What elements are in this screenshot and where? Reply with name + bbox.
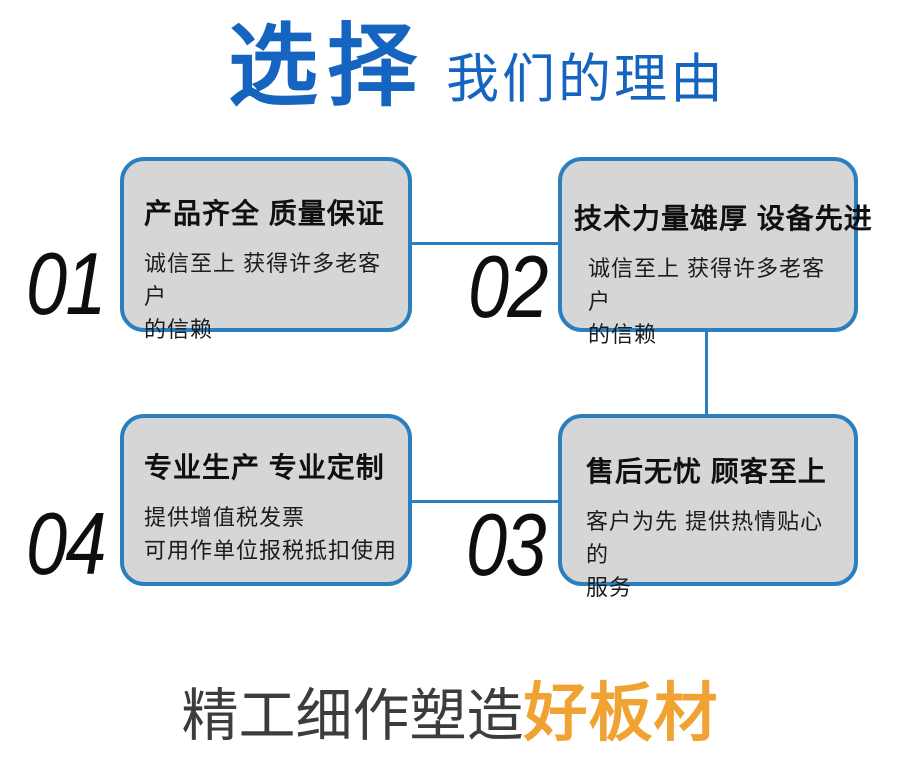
page-title-main: 选择 <box>228 17 426 117</box>
page-title-sub: 我们的理由 <box>446 50 726 109</box>
feature-card-title: 技术力量雄厚 设备先进 <box>574 203 873 234</box>
step-number-03: 03 <box>466 495 547 594</box>
step-number-01: 01 <box>26 234 107 333</box>
connector-line-bottom <box>410 500 558 503</box>
step-number-04: 04 <box>26 494 107 593</box>
connector-line-vertical <box>705 330 708 416</box>
footer-slogan-orange: 好板材 <box>523 677 719 749</box>
feature-card-body: 诚信至上 获得许多老客户 的信赖 <box>144 251 382 342</box>
footer-slogan-gray: 精工细作塑造 <box>181 684 524 748</box>
feature-card-body: 诚信至上 获得许多老客户 的信赖 <box>588 256 826 347</box>
feature-card-title: 售后无忧 顾客至上 <box>586 456 827 487</box>
feature-card-title: 产品齐全 质量保证 <box>144 198 385 229</box>
footer-slogan: 精工细作塑造好板材 <box>0 662 900 754</box>
feature-card-2: 技术力量雄厚 设备先进 诚信至上 获得许多老客户 的信赖 <box>558 157 873 347</box>
page-title: 选择 我们的理由 <box>228 20 726 115</box>
step-number-02: 02 <box>468 237 549 336</box>
feature-card-1: 产品齐全 质量保证 诚信至上 获得许多老客户 的信赖 <box>120 157 412 342</box>
feature-card-body: 客户为先 提供热情贴心的 服务 <box>586 509 824 600</box>
feature-card-body: 提供增值税发票 可用作单位报税抵扣使用 <box>144 505 398 563</box>
connector-line-top <box>410 242 558 245</box>
feature-card-title: 专业生产 专业定制 <box>144 452 385 483</box>
feature-card-3: 售后无忧 顾客至上 客户为先 提供热情贴心的 服务 <box>558 414 858 600</box>
feature-card-4: 专业生产 专业定制 提供增值税发票 可用作单位报税抵扣使用 <box>120 414 412 586</box>
